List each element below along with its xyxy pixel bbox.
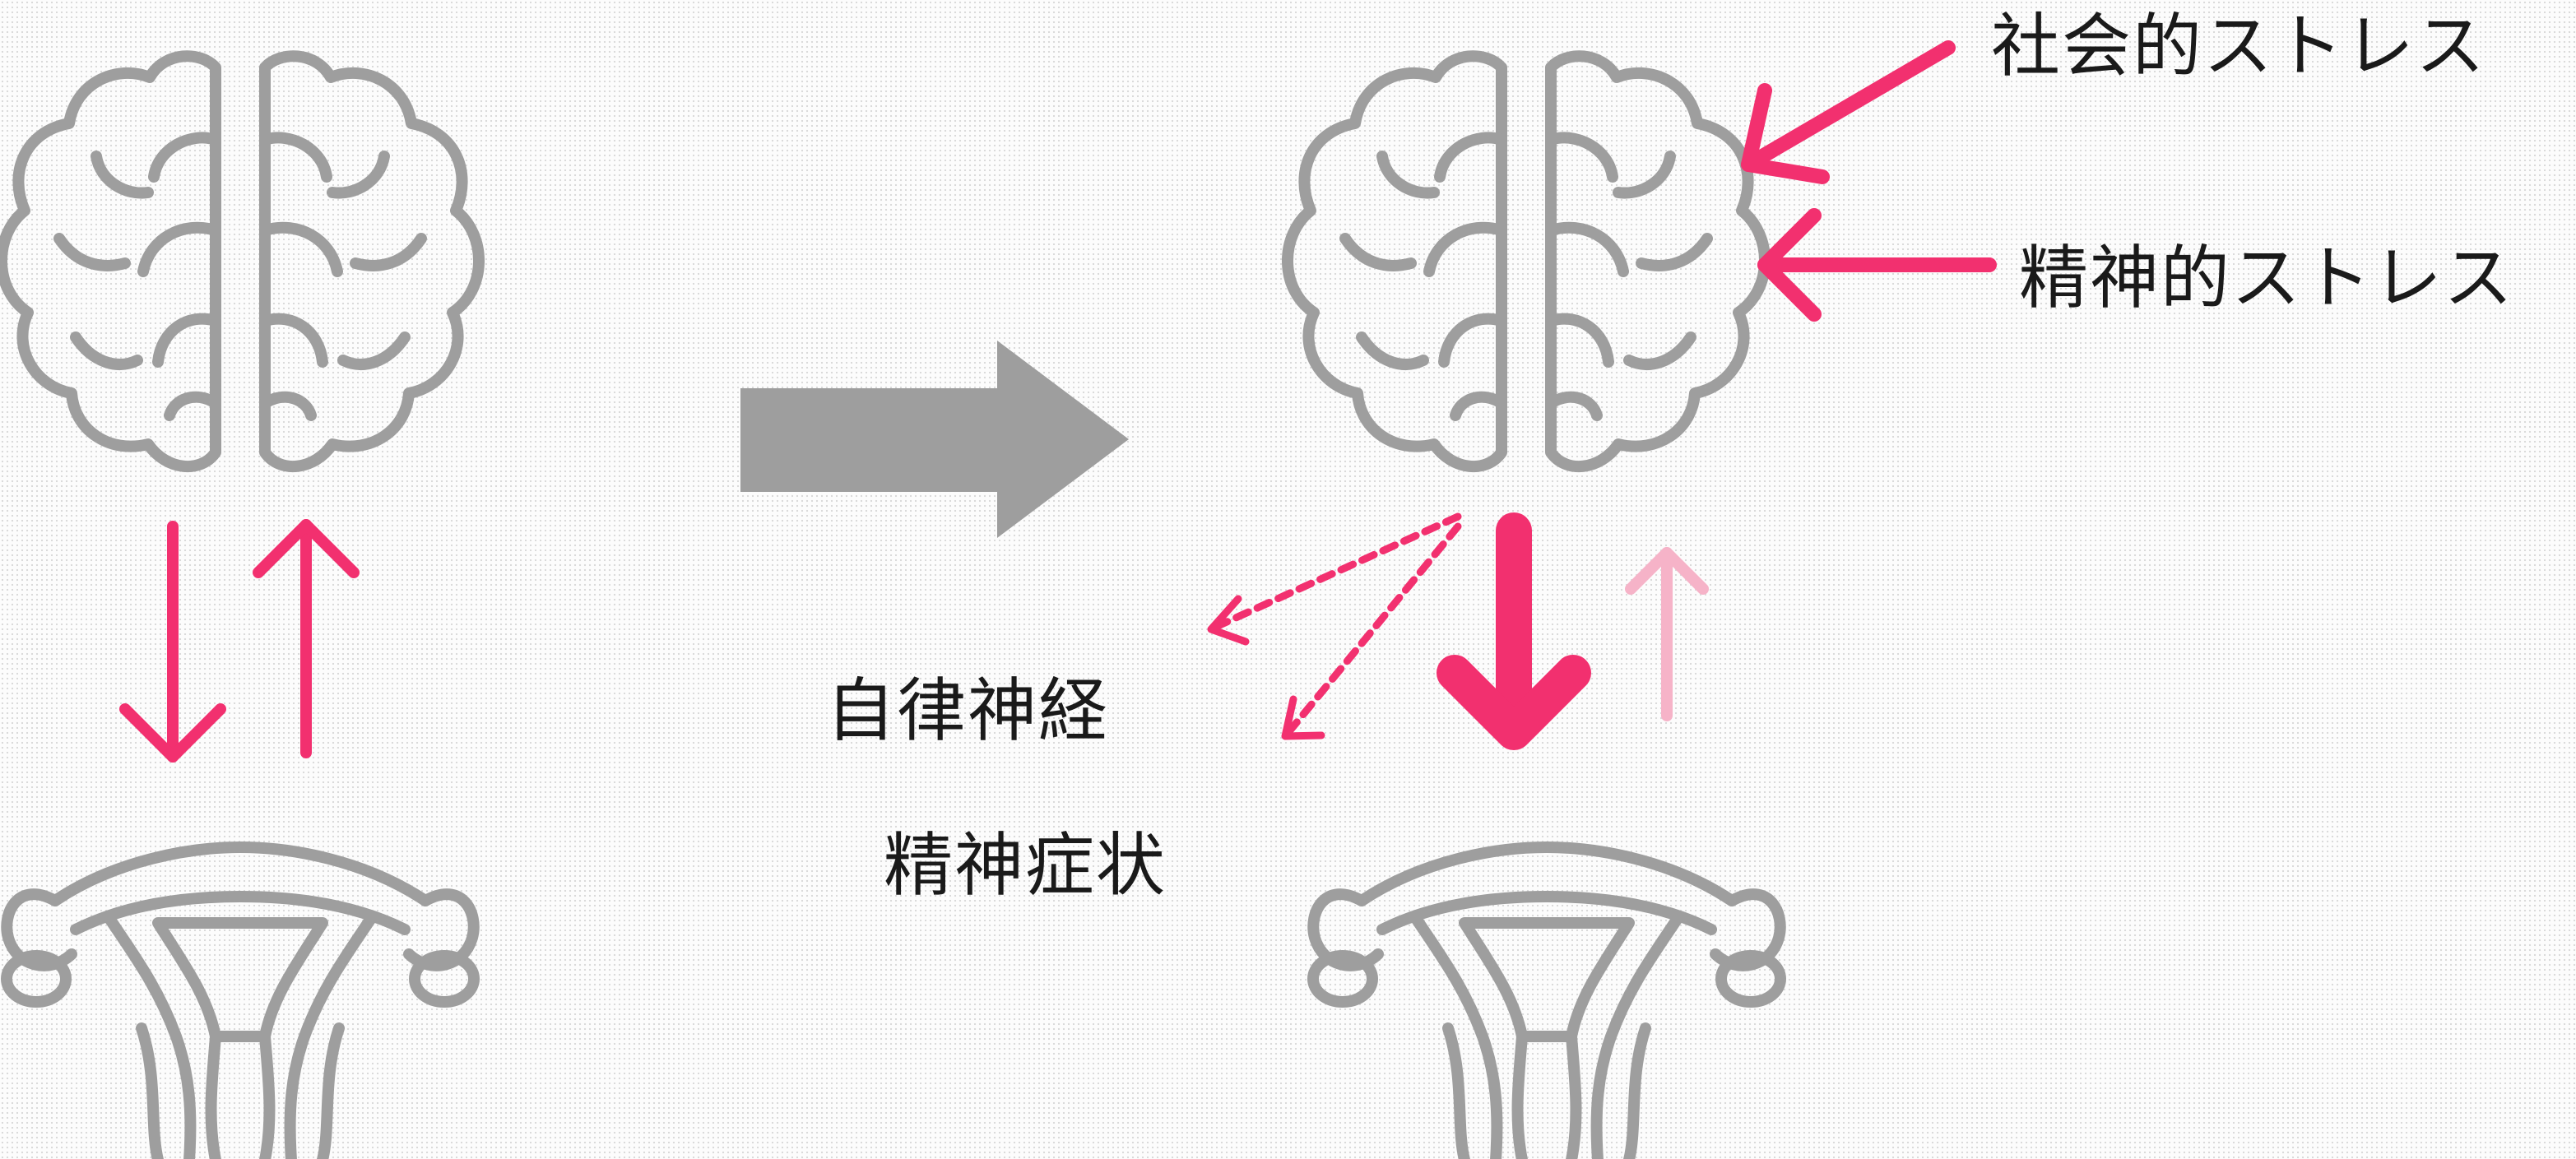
psychiatric-symptoms-dashed-arrow — [1281, 522, 1462, 740]
mental-stress-label: 精神的ストレス — [2019, 238, 2515, 318]
uterus-icon — [1313, 847, 1780, 1159]
autonomic-nerve-label: 自律神経 — [826, 670, 1110, 751]
brain-icon — [1288, 56, 1765, 466]
autonomic-nerve-dashed-arrow — [1207, 512, 1462, 646]
social-stress-label: 社会的ストレス — [1991, 6, 2487, 86]
mental-stress-arrow — [1757, 208, 1997, 322]
social-stress-arrow — [1741, 40, 1956, 184]
brain-icon — [2, 56, 479, 466]
psychiatric-symptoms-label: 精神症状 — [884, 825, 1167, 906]
transition-arrow-icon — [740, 341, 1129, 538]
down-arrow-icon — [119, 521, 226, 763]
up-arrow-icon — [253, 519, 360, 758]
strong-down-arrow-icon — [1437, 512, 1591, 750]
weak-up-arrow-icon — [1625, 547, 1709, 721]
uterus-icon — [7, 847, 474, 1159]
